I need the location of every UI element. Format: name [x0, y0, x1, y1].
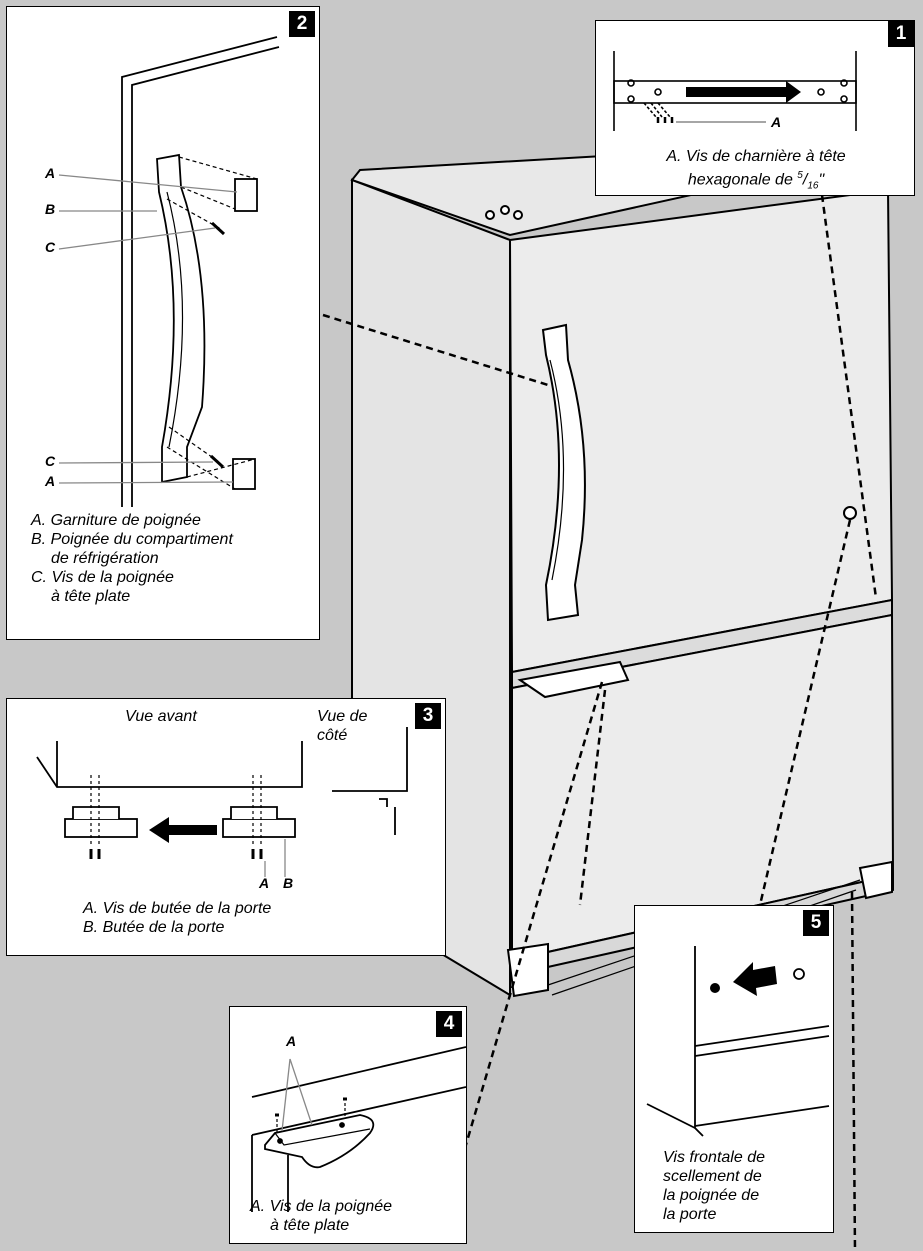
callout-a: A	[771, 114, 782, 130]
drawer-handle	[517, 660, 630, 699]
fraction-numerator: 5	[797, 170, 803, 181]
callout-a: A	[259, 875, 270, 891]
fraction-denominator: 16	[807, 180, 819, 192]
drawer-handle-trim	[264, 1114, 375, 1169]
panel-4-legend: A. Vis de la poignée à tête plate	[250, 1197, 392, 1235]
legend-a-cont: à tête plate	[270, 1217, 350, 1234]
caption-line-1: Vis frontale de	[663, 1149, 765, 1166]
seal-screw	[710, 983, 720, 993]
callout-a-top: A	[45, 165, 56, 181]
legend-b-cont: de réfrigération	[51, 550, 159, 567]
panel-5-seal-screw: 5 Vis frontale de scellement de la poign…	[634, 905, 834, 1233]
panel-3-door-stop: 3 Vue avant Vue de côté A B A. Vis de bu…	[6, 698, 446, 956]
leader-panel1	[820, 194, 878, 599]
step-number-2: 2	[289, 11, 315, 37]
panel-5-caption: Vis frontale de scellement de la poignée…	[663, 1148, 765, 1224]
handle-body	[156, 153, 206, 484]
legend-b: B. Poignée du compartiment	[31, 531, 233, 548]
handle-drawing	[58, 36, 280, 507]
panel-1-caption: A. Vis de charnière à tête hexagonale de…	[596, 147, 914, 195]
legend-b: B. Butée de la porte	[83, 919, 225, 936]
door-stop-left	[64, 818, 138, 838]
panel-4-drawer-handle: 4 A A. Vis de la poignée à tête plate	[229, 1006, 467, 1244]
leader-panel5	[758, 519, 852, 906]
legend-c-cont: à tête plate	[51, 588, 131, 605]
panel-2-legend: A. Garniture de poignée B. Poignée du co…	[31, 511, 233, 606]
hinge-drawing	[613, 51, 857, 131]
legend-c: C. Vis de la poignée	[31, 569, 174, 586]
arrow-left-icon	[733, 962, 777, 996]
seal-screw-drawing	[646, 946, 830, 1137]
trim-top	[234, 178, 258, 212]
seal-screw-hole	[793, 968, 805, 980]
panel-2-handle: 2 A B C C A A. Garniture de poignée B. P…	[6, 6, 320, 640]
callout-c-top: C	[45, 239, 56, 255]
leader-foot	[850, 891, 857, 1251]
callout-b: B	[283, 875, 294, 891]
trim-bottom	[232, 458, 256, 490]
callout-a-bottom: A	[45, 473, 56, 489]
legend-a: A. Vis de la poignée	[250, 1198, 393, 1215]
step-number-5: 5	[803, 910, 829, 936]
arrow-right-icon	[686, 81, 801, 103]
inch-mark: "	[818, 171, 825, 189]
callout-c-bottom: C	[45, 453, 56, 469]
door-stop-right	[222, 818, 296, 838]
drawer-handle-drawing	[251, 1046, 466, 1212]
step-number-3: 3	[415, 703, 441, 729]
view-side-line-1: Vue de	[317, 708, 368, 725]
caption-line-2: hexagonale de 5/16"	[687, 170, 825, 192]
panel-1-hinge: 1 A A. Vis de charnière à tête hexagonal…	[595, 20, 915, 196]
caption-line-2-text: hexagonale de	[687, 171, 798, 189]
caption-line-2: scellement de	[663, 1168, 762, 1185]
callout-a: A	[286, 1033, 297, 1049]
panel-3-legend: A. Vis de butée de la porte B. Butée de …	[83, 899, 271, 937]
caption-line-3: la poignée de	[663, 1187, 760, 1204]
caption-line-4: la porte	[663, 1206, 717, 1223]
arrow-left-icon	[149, 817, 217, 843]
step-number-1: 1	[888, 21, 914, 47]
step-number-4: 4	[436, 1011, 462, 1037]
leader-panel2	[322, 313, 549, 387]
door-stop-drawing	[36, 727, 408, 877]
leader-panel3	[578, 689, 607, 906]
callout-b: B	[45, 201, 56, 217]
view-side-label: Vue de côté	[317, 707, 367, 745]
view-side-line-2: côté	[317, 727, 348, 744]
view-front-label: Vue avant	[125, 708, 197, 725]
legend-a: A. Vis de butée de la porte	[83, 900, 272, 917]
caption-line-1: A. Vis de charnière à tête	[666, 148, 846, 165]
legend-a: A. Garniture de poignée	[31, 512, 201, 529]
